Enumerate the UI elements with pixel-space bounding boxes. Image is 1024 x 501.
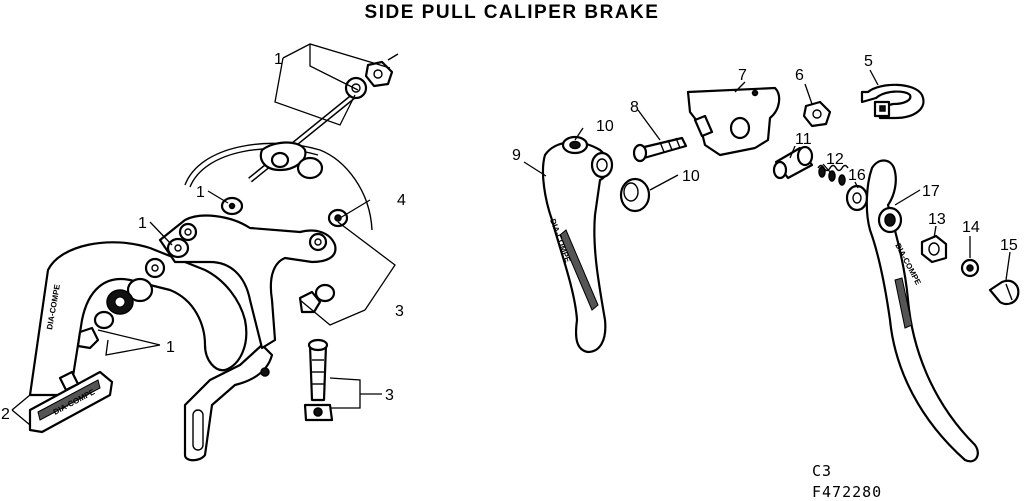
acorn-nut (76, 326, 100, 350)
caliper-yoke (158, 214, 337, 350)
callout-3-upper: 3 (395, 303, 404, 320)
left-leaders (11, 43, 396, 426)
lever-screw (988, 279, 1020, 306)
callout-12: 12 (826, 151, 844, 168)
top-nut (364, 60, 394, 88)
clamp-nut (802, 100, 832, 128)
cable-housing (184, 142, 373, 231)
callout-2: 2 (1, 406, 10, 423)
callout-10-top: 10 (596, 118, 614, 135)
caliper-arm-rear (183, 343, 274, 462)
callouts: 1 1 1 1 2 3 3 4 5 6 7 8 9 10 10 11 12 13… (1, 51, 1018, 423)
callout-17: 17 (922, 183, 940, 200)
figure-code-line1: C3 (812, 462, 832, 480)
callout-1-left: 1 (138, 215, 147, 232)
star-washer (344, 76, 368, 100)
handlebar-band (860, 83, 925, 120)
figure-code-line2: F472280 (812, 483, 882, 501)
caliper-arm-front (28, 241, 248, 397)
callout-3-lower: 3 (385, 387, 394, 404)
callout-5: 5 (864, 53, 873, 70)
pivot-bushing (619, 177, 651, 213)
callout-9: 9 (512, 147, 521, 164)
brake-lever-right (865, 159, 979, 463)
callout-7: 7 (738, 67, 747, 84)
callout-6: 6 (795, 67, 804, 84)
callout-11: 11 (795, 131, 812, 148)
callout-1-top: 1 (274, 51, 283, 68)
callout-4: 4 (397, 192, 406, 209)
brake-lever-assembly: DIA-COMPE (541, 83, 1020, 463)
callout-10-bushing: 10 (682, 168, 700, 185)
callout-14: 14 (962, 219, 980, 236)
callout-13: 13 (928, 211, 946, 228)
diagram-title: SIDE PULL CALIPER BRAKE (364, 2, 660, 23)
lever-washer (845, 184, 869, 212)
lever-nut (920, 234, 948, 264)
caliper-assembly: DIA-COMPE DIA-COMPE (28, 53, 399, 462)
callout-15: 15 (1000, 237, 1018, 254)
right-leaders (523, 69, 1011, 281)
callout-8: 8 (630, 99, 639, 116)
callout-16: 16 (848, 167, 866, 184)
callout-1-washer: 1 (196, 184, 205, 201)
callout-1-lower: 1 (166, 339, 175, 356)
